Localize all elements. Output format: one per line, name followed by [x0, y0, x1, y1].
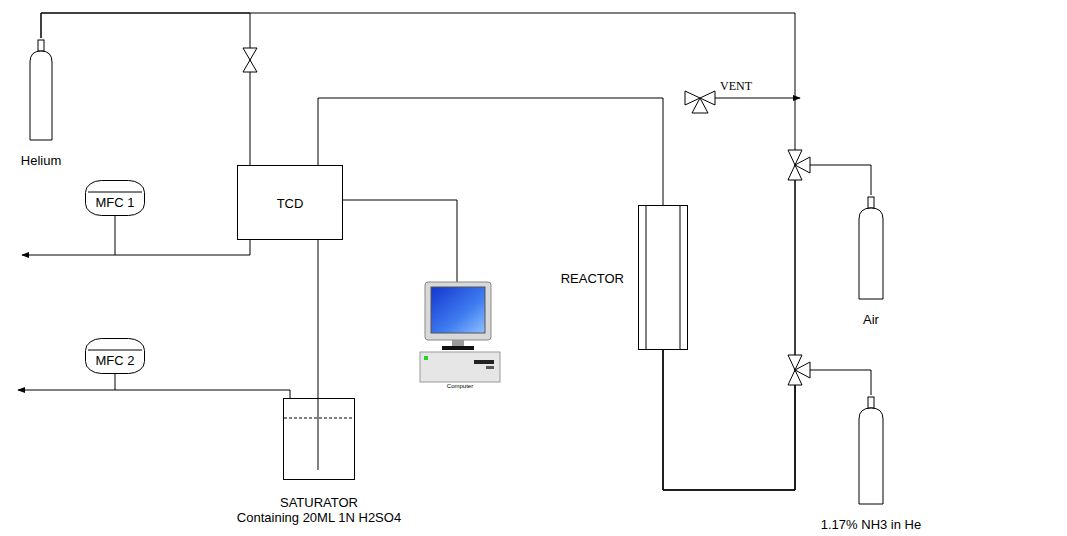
node-label: SATURATOR: [280, 495, 358, 510]
node-label: Helium: [21, 153, 61, 168]
mass-flow-controller: MFC 1: [85, 180, 145, 216]
detector-box: TCD: [237, 165, 343, 240]
mfc-stem: [115, 216, 116, 255]
node-label: 1.17% NH3 in He: [821, 517, 921, 532]
mfc-stem: [115, 374, 116, 390]
reactor-tube: REACTOR: [638, 205, 688, 350]
pipe-connector: [318, 98, 663, 205]
node-label: REACTOR: [561, 270, 624, 285]
outlet-line: [22, 240, 250, 255]
node-label: Air: [863, 312, 879, 327]
mass-flow-controller: MFC 2: [85, 338, 145, 374]
three-way-valve: [788, 150, 810, 180]
three-way-valve: [685, 91, 715, 113]
reactor-outline: [638, 205, 688, 350]
signal-line: [343, 200, 457, 282]
ammonia-cylinder: 1.17% NH3 in He: [858, 395, 884, 505]
cyl-outline: [29, 38, 53, 141]
sat-outline: [283, 398, 355, 480]
vent-label: VENT: [720, 79, 752, 94]
node-note: Containing 20ML 1N H2SO4: [237, 510, 401, 525]
valve-symbol: [243, 48, 257, 72]
pipe-connector: [663, 350, 871, 490]
icon-caption: Computer: [447, 383, 473, 390]
saturator-vessel: SATURATORContaining 20ML 1N H2SO4: [283, 398, 355, 480]
air-cylinder: Air: [858, 195, 884, 300]
pipe-connector: [41, 13, 250, 165]
pipe-connector: [663, 165, 871, 490]
cyl-outline: [858, 395, 884, 505]
outlet-line: [18, 390, 290, 398]
three-way-valve: [788, 355, 810, 385]
pipe-connector: [318, 240, 319, 398]
node-label: MFC 1: [96, 195, 135, 210]
pipe-connector: [41, 13, 795, 490]
node-label: MFC 2: [96, 353, 135, 368]
vent-line: [715, 98, 800, 99]
node-label: TCD: [277, 195, 304, 210]
cyl-outline: [858, 195, 884, 300]
computer-icon: [420, 282, 500, 382]
helium-cylinder: Helium: [29, 38, 53, 141]
